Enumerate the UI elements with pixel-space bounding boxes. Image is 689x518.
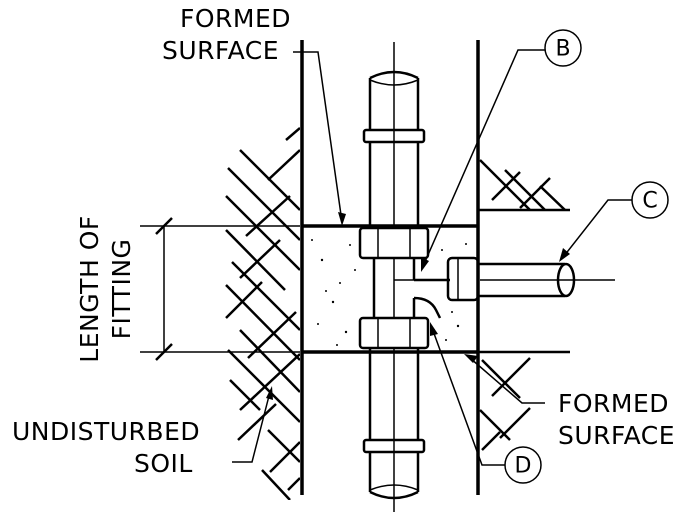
callout-b: B bbox=[544, 29, 582, 67]
left-soil-hatching bbox=[225, 127, 300, 500]
formed-surface-right-line2: SURFACE bbox=[558, 421, 675, 450]
tee-fitting bbox=[358, 226, 450, 350]
undisturbed-line2: SOIL bbox=[134, 449, 193, 478]
callout-c-label: C bbox=[642, 189, 657, 214]
leader-lines bbox=[232, 49, 632, 466]
callout-b-label: B bbox=[555, 37, 570, 62]
callout-d-label: D bbox=[515, 454, 532, 479]
right-soil-hatching-lower bbox=[479, 357, 531, 451]
length-of-fitting-dimension bbox=[140, 217, 300, 361]
formed-surface-right-line1: FORMED bbox=[558, 389, 669, 418]
formed-surface-top-line2: SURFACE bbox=[162, 36, 279, 65]
formed-surface-top-line1: FORMED bbox=[180, 4, 291, 33]
length-label-line2: FITTING bbox=[107, 239, 136, 340]
pipe-centerline bbox=[393, 42, 615, 512]
concrete-thrust-block bbox=[302, 224, 478, 354]
right-soil-hatching-upper bbox=[479, 159, 566, 210]
branch-pipe bbox=[446, 256, 576, 302]
undisturbed-line1: UNDISTURBED bbox=[12, 417, 200, 446]
length-label-line1: LENGTH OF bbox=[75, 215, 104, 362]
callout-d: D bbox=[504, 446, 542, 484]
callout-c: C bbox=[631, 181, 669, 219]
